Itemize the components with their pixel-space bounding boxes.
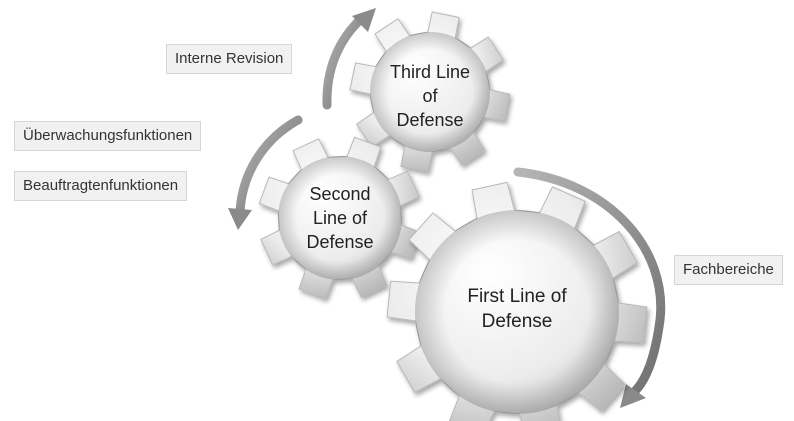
gear-third-line-text-1: Third Line — [389, 62, 471, 82]
label-interne-revision: Interne Revision — [166, 44, 293, 74]
gear-third-shade — [370, 32, 490, 152]
gear-first-line-text-2: Defense — [481, 311, 553, 332]
gear-first-line-text-1: First Line of — [467, 286, 567, 307]
gear-third-line-text-2: of — [422, 86, 438, 106]
gear-first-shade — [415, 210, 619, 414]
label-ueberwachungsfunktionen: Überwachungsfunktionen — [14, 121, 202, 151]
gear-first-line-label: First Line of Defense — [432, 284, 602, 334]
gear-second-line — [258, 136, 422, 300]
gear-third-line-text-3: Defense — [396, 110, 464, 130]
label-fachbereiche: Fachbereiche — [674, 255, 783, 285]
gear-second-shade — [278, 156, 402, 280]
gear-second-line-text-1: Second — [309, 184, 371, 204]
gear-third-line-label: Third Line of Defense — [365, 60, 495, 132]
gear-second-line-label: Second Line of Defense — [275, 182, 405, 254]
label-beauftragtenfunktionen: Beauftragtenfunktionen — [14, 171, 188, 201]
arrow-interne-revision — [322, 8, 376, 110]
arrow-second-line — [228, 115, 303, 230]
gear-second-line-text-2: Line of — [312, 208, 368, 228]
gear-first-line — [386, 181, 648, 421]
arrow-first-line — [513, 167, 666, 408]
gear-second-line-text-3: Defense — [306, 232, 374, 252]
gear-third-line — [349, 11, 511, 173]
